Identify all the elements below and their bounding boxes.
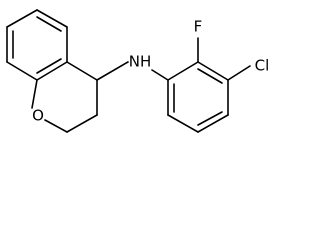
rr-5 (167, 114, 199, 133)
nh-label: NH (129, 53, 152, 71)
rr-d1 (197, 68, 223, 84)
chlorine-label: Cl (255, 57, 270, 75)
lr-d3 (36, 58, 62, 74)
lr-6 (6, 9, 38, 28)
lr-3 (36, 61, 68, 81)
rr-1 (167, 61, 199, 81)
lr-4 (6, 61, 38, 81)
rr-2 (197, 61, 229, 81)
py-1 (66, 61, 98, 81)
lr-1 (36, 9, 68, 28)
c4-n (96, 61, 129, 81)
py-3 (66, 114, 98, 133)
py-5 (31, 79, 38, 109)
rr-4 (197, 114, 229, 133)
oxygen-label: O (32, 107, 44, 125)
rr-d2 (197, 111, 223, 126)
c-cl (227, 65, 251, 81)
py-4 (44, 119, 68, 133)
structure-diagram: O NH F Cl (6, 9, 270, 133)
n-ar (151, 69, 169, 81)
lr-d1 (36, 16, 62, 32)
fluorine-label: F (194, 18, 203, 36)
